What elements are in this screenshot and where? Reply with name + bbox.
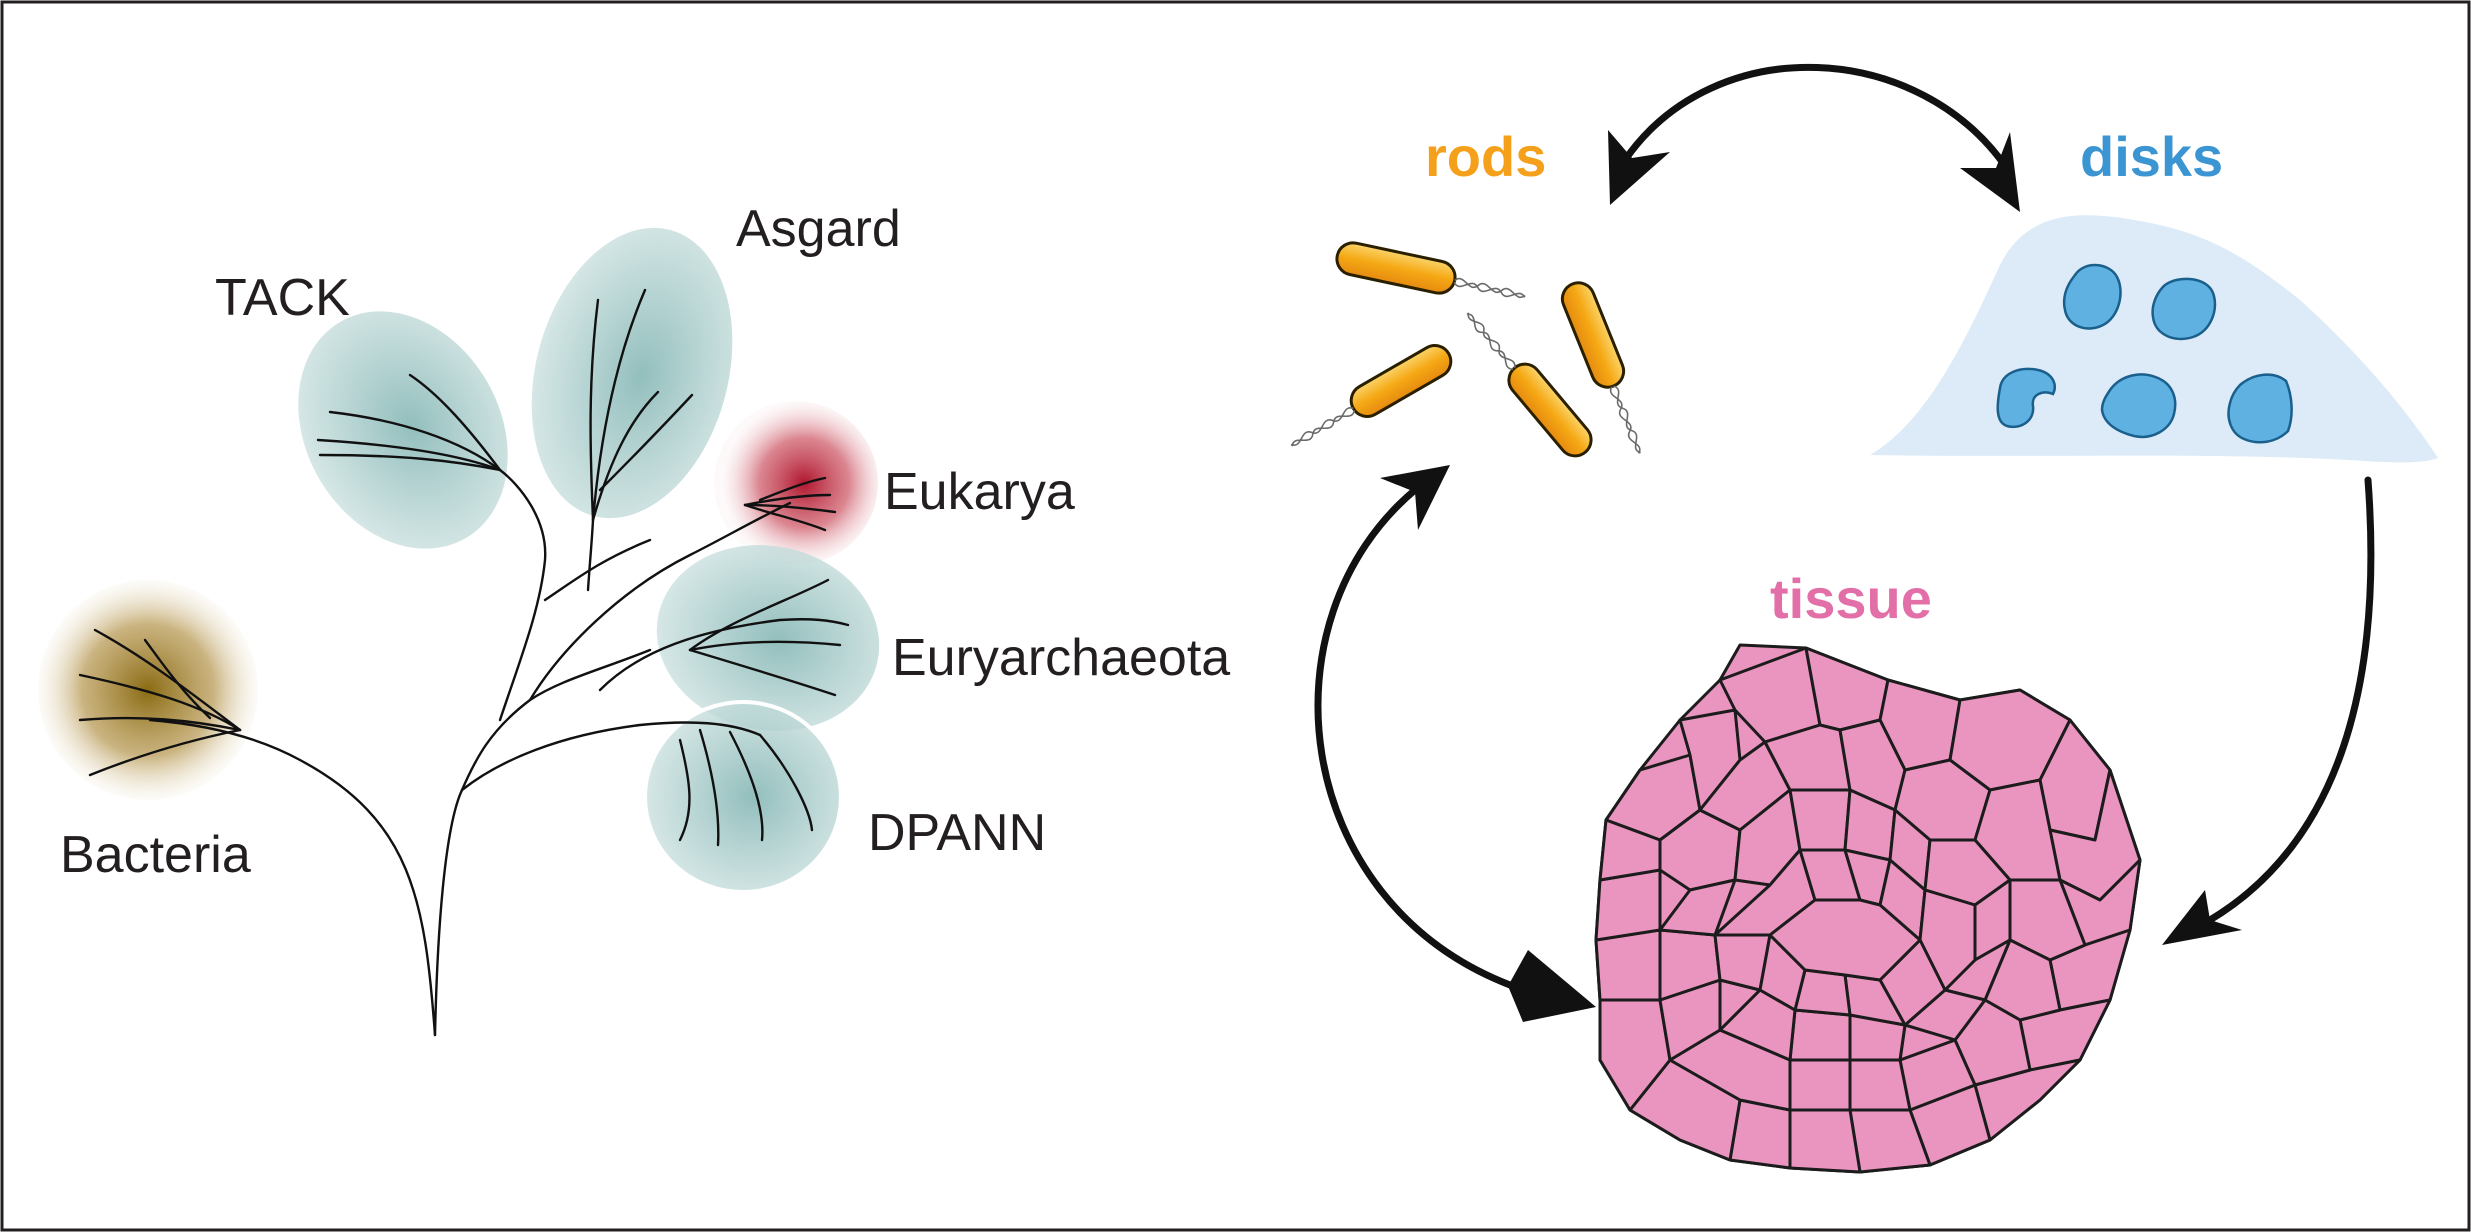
dpann-leaf-4: [678, 738, 691, 842]
tack-label: TACK: [215, 269, 350, 327]
eukarya-clade-blob: [714, 401, 878, 565]
tissue-cell: [1788, 1008, 1852, 1062]
disk-cell-3: [1996, 367, 2056, 429]
dpann-clade-blob: [643, 700, 843, 894]
tissue-cell: [1594, 928, 1662, 1002]
bacteria-label: Bacteria: [60, 826, 251, 884]
eukarya-leaf-1: [743, 493, 832, 507]
life-cycle: rods disks tissue: [1290, 63, 2438, 1174]
cycle-arrows: [1314, 63, 2375, 1022]
tissue-cell: [1788, 1058, 1852, 1112]
tissue-label: tissue: [1770, 567, 1932, 630]
disk-cell-1: [2062, 263, 2122, 330]
asgard-stem: [586, 518, 595, 592]
eukarya-leaf-2: [743, 503, 837, 514]
arrow-rods-tissue: [1314, 486, 1514, 989]
dpann-stem: [460, 721, 762, 792]
trunk-lower: [433, 648, 652, 1037]
bacteria-leaf-4: [88, 728, 242, 777]
bacteria-leaf-5: [143, 638, 212, 720]
disk-cell-4: [2100, 373, 2177, 439]
dpann-leaf-2: [728, 730, 764, 842]
euryarchaeota-leaf-2: [688, 640, 842, 652]
rod-cell-4: [1466, 312, 1593, 458]
euryarchaeota-stem: [598, 618, 850, 692]
arrowhead-to-tissue-right: [2162, 890, 2242, 945]
tissue-colony: [1594, 643, 2142, 1174]
eukarya-leaf-3: [743, 503, 827, 532]
disks-label: disks: [2080, 125, 2223, 188]
eukarya-stem: [528, 501, 792, 702]
asgard-label: Asgard: [736, 200, 901, 258]
tissue-cell: [1788, 1108, 1862, 1174]
tack-leaf-1: [328, 410, 502, 472]
arrowhead-to-rods: [1608, 130, 1670, 205]
tissue-cell: [1848, 1058, 1912, 1112]
arrow-disks-tissue: [2206, 476, 2375, 924]
dpann-leaf-1: [698, 728, 720, 847]
dpann-label: DPANN: [868, 804, 1046, 862]
tissue-cell: [1788, 788, 1852, 852]
disk-cells: [1996, 263, 2293, 444]
asgard-leaf-3: [591, 390, 660, 522]
arrowhead-to-disks: [1960, 132, 2020, 212]
dpann-leaf-3: [758, 733, 814, 832]
asgard-leaf-1: [589, 298, 600, 522]
euryarchaeota-leaf-1: [688, 578, 830, 652]
tack-clade-blob: [298, 311, 508, 549]
tissue-cell: [1768, 898, 1922, 982]
rod-cell-3: [1290, 343, 1453, 447]
bacteria-leaf-1: [93, 628, 242, 732]
rod-cell-1: [1335, 241, 1526, 299]
euryarchaeota-clade-blob: [656, 545, 880, 731]
eukarya-label: Eukarya: [884, 463, 1075, 521]
bacteria-clade-blob: [38, 580, 258, 800]
eukarya-leaf-4: [758, 476, 827, 502]
rod-cells: [1290, 241, 1641, 458]
asgard-leaf-2: [591, 288, 647, 522]
euryarchaeota-label: Euryarchaeota: [892, 629, 1230, 687]
asgard-clade-blob: [531, 227, 733, 519]
tack-leaf-3: [318, 453, 502, 472]
rods-label: rods: [1425, 125, 1546, 188]
tack-leaf-2: [316, 438, 502, 472]
euryarchaeota-leaf-3: [688, 648, 837, 697]
arrowhead-to-tissue-left: [1508, 950, 1596, 1022]
tack-stem: [498, 468, 547, 722]
arrowhead-to-rods-left: [1380, 465, 1450, 530]
asgard-leaf-4: [598, 393, 694, 492]
disk-cell-2: [2151, 277, 2217, 341]
rod-cell-2: [1560, 281, 1641, 454]
bacteria-leaf-2: [78, 673, 242, 732]
arrow-rods-disks: [1621, 63, 2012, 174]
disk-cell-5: [2227, 373, 2293, 444]
bacteria-stem: [148, 718, 437, 1037]
tack-leaf-4: [408, 373, 502, 472]
phylogenetic-tree: Asgard TACK Eukarya Euryarchaeota DPANN …: [38, 200, 1230, 1037]
bacteria-leaf-3: [78, 716, 242, 732]
